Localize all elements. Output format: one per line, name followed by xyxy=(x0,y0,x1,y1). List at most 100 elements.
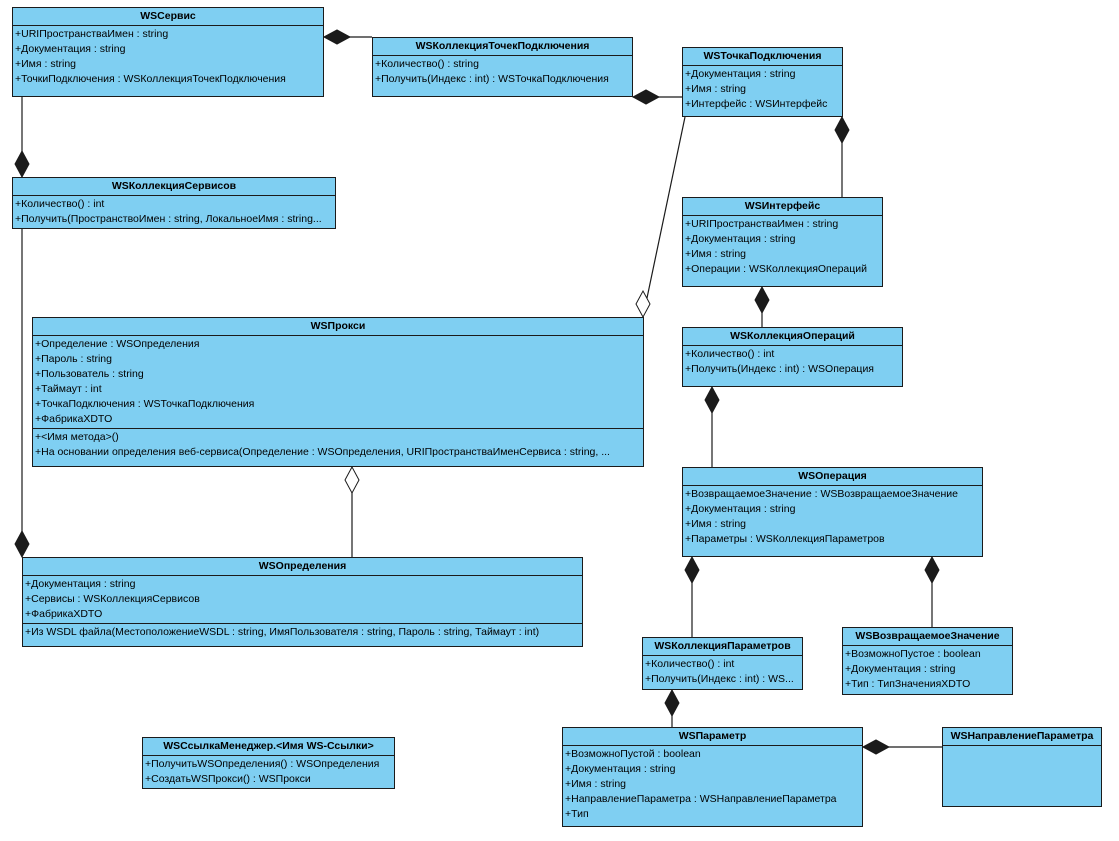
class-ws-parameter[interactable]: WSПараметр+ВозможноПустой : boolean+Доку… xyxy=(562,727,863,827)
attribute-row: +Количество() : int xyxy=(15,198,105,210)
class-ws-services-collection[interactable]: WSКоллекцияСервисов +Количество() : int +П… xyxy=(12,177,336,229)
operation-row: +<Имя метода>() xyxy=(35,431,119,443)
class-name: WSВозвращаемоеЗначение xyxy=(843,628,1012,646)
operation-row: +На основании определения веб-сервиса(Оп… xyxy=(35,446,610,458)
attribute-row: +Тип xyxy=(565,808,589,820)
attribute-row: +Имя : string xyxy=(685,518,747,530)
composition-diamond xyxy=(14,149,30,179)
attributes-compartment: +URIПространстваИмен : string +Документац… xyxy=(683,216,882,278)
attribute-row: +Имя : string xyxy=(15,58,77,70)
attribute-row: +Количество() : string xyxy=(375,58,479,70)
attribute-row: +ФабрикаXDTO xyxy=(35,413,113,425)
attributes-compartment: +Документация : string +Сервисы : WSКолле… xyxy=(23,576,582,624)
attribute-row: +Получить(Индекс : int) : WSОперация xyxy=(685,363,874,375)
attribute-row: +Документация : string xyxy=(15,43,126,55)
attribute-row: +Имя : string xyxy=(685,248,747,260)
composition-diamond xyxy=(754,285,770,315)
class-name: WSПрокси xyxy=(33,318,643,336)
attribute-row: +Документация : string xyxy=(25,578,136,590)
class-ws-interface[interactable]: WSИнтерфейс+URIПространстваИмен : string… xyxy=(682,197,883,287)
attribute-row: +ВозвращаемоеЗначение : WSВозвращаемоеЗн… xyxy=(685,488,958,500)
attribute-row: +Имя : string xyxy=(685,83,747,95)
class-ws-endpoints-collection[interactable]: WSКоллекцияТочекПодключения+Количество()… xyxy=(372,37,633,97)
attribute-row: +Интерфейс : WSИнтерфейс xyxy=(685,98,828,110)
attribute-row: +Документация : string xyxy=(845,663,956,675)
attribute-row: +Таймаут : int xyxy=(35,383,102,395)
attribute-row: +Документация : string xyxy=(685,68,796,80)
class-name: WSНаправлениеПараметра xyxy=(943,728,1101,746)
class-name: WSОперация xyxy=(683,468,982,486)
class-name: WSСервис xyxy=(13,8,323,26)
attribute-row: +Параметры : WSКоллекцияПараметров xyxy=(685,533,885,545)
class-name: WSКоллекцияПараметров xyxy=(643,638,802,656)
attribute-row: +НаправлениеПараметра : WSНаправлениеПар… xyxy=(565,793,837,805)
class-ws-operation[interactable]: WSОперация +ВозвращаемоеЗначение : WSВозв… xyxy=(682,467,983,557)
aggregation-diamond xyxy=(635,289,651,319)
composition-diamond xyxy=(14,529,30,559)
class-ws-definitions[interactable]: WSОпределения +Документация : string +Серв… xyxy=(22,557,583,647)
attribute-row: +СоздатьWSПрокси() : WSПрокси xyxy=(145,773,311,785)
class-ws-param-direction[interactable]: WSНаправлениеПараметра xyxy=(942,727,1102,807)
attribute-row: +ТочкиПодключения : WSКоллекцияТочекПодк… xyxy=(15,73,286,85)
attribute-row: +ВозможноПустой : boolean xyxy=(565,748,701,760)
attributes-compartment: +Документация : string +Имя : string +Инте… xyxy=(683,66,842,113)
attribute-row: +Документация : string xyxy=(565,763,676,775)
attribute-row: +Операции : WSКоллекцияОпераций xyxy=(685,263,868,275)
attribute-row: +ВозможноПустое : boolean xyxy=(845,648,981,660)
attributes-compartment: +Количество() : int +Получить(Пространств… xyxy=(13,196,335,228)
class-name: WSСсылкаМенеджер.<Имя WS-Ссылки> xyxy=(143,738,394,756)
attribute-row: +URIПространстваИмен : string xyxy=(15,28,169,40)
attributes-compartment: +Количество() : int +Получить(Индекс : in… xyxy=(683,346,902,378)
attribute-row: +Определение : WSОпределения xyxy=(35,338,200,350)
composition-diamond xyxy=(322,29,352,45)
attributes-compartment: +ВозвращаемоеЗначение : WSВозвращаемоеЗн… xyxy=(683,486,982,548)
class-ws-operations-collection[interactable]: WSКоллекцияОпераций +Количество() : int +П… xyxy=(682,327,903,387)
attributes-compartment: +ВозможноПустое : boolean +Документация :… xyxy=(843,646,1012,693)
class-ws-return-value[interactable]: WSВозвращаемоеЗначение+ВозможноПустое : … xyxy=(842,627,1013,695)
composition-diamond xyxy=(664,688,680,718)
attribute-row: +Получить(Индекс : int) : WSТочкаПодключ… xyxy=(375,73,609,85)
attributes-compartment xyxy=(943,746,1101,748)
composition-diamond xyxy=(704,385,720,415)
composition-diamond xyxy=(924,555,940,585)
operations-compartment: +<Имя метода>() +На основании определения… xyxy=(33,429,643,461)
attribute-row: +Получить(ПространствоИмен : string, Лок… xyxy=(15,213,322,225)
attributes-compartment: +Количество() : int +Получить(Индекс : in… xyxy=(643,656,802,688)
attribute-row: +Количество() : int xyxy=(645,658,735,670)
composition-diamond xyxy=(631,89,661,105)
attribute-row: +Тип : ТипЗначенияXDTO xyxy=(845,678,971,690)
attributes-compartment: +Количество() : string +Получить(Индекс :… xyxy=(373,56,632,88)
attribute-row: +URIПространстваИмен : string xyxy=(685,218,839,230)
class-ws-ref-manager[interactable]: WSСсылкаМенеджер.<Имя WS-Ссылки>+Получит… xyxy=(142,737,395,789)
attributes-compartment: +ВозможноПустой : boolean +Документация :… xyxy=(563,746,862,823)
class-name: WSКоллекцияОпераций xyxy=(683,328,902,346)
attribute-row: +Получить(Индекс : int) : WS... xyxy=(645,673,794,685)
attribute-row: +Количество() : int xyxy=(685,348,775,360)
class-name: WSКоллекцияСервисов xyxy=(13,178,335,196)
class-name: WSИнтерфейс xyxy=(683,198,882,216)
class-ws-params-collection[interactable]: WSКоллекцияПараметров+Количество() : int… xyxy=(642,637,803,690)
attributes-compartment: +ПолучитьWSОпределения() : WSОпределения… xyxy=(143,756,394,788)
attribute-row: +Документация : string xyxy=(685,233,796,245)
class-ws-service[interactable]: WSСервис +URIПространстваИмен : string +До… xyxy=(12,7,324,97)
attribute-row: +Сервисы : WSКоллекцияСервисов xyxy=(25,593,200,605)
attribute-row: +Пользователь : string xyxy=(35,368,144,380)
composition-diamond xyxy=(684,555,700,585)
attributes-compartment: +URIПространстваИмен : string +Документац… xyxy=(13,26,323,88)
class-ws-endpoint[interactable]: WSТочкаПодключения+Документация : string… xyxy=(682,47,843,117)
attribute-row: +ПолучитьWSОпределения() : WSОпределения xyxy=(145,758,380,770)
attributes-compartment: +Определение : WSОпределения+Пароль : st… xyxy=(33,336,643,429)
operations-compartment: +Из WSDL файла(МестоположениеWSDL : stri… xyxy=(23,624,582,641)
class-name: WSКоллекцияТочекПодключения xyxy=(373,38,632,56)
attribute-row: +Документация : string xyxy=(685,503,796,515)
link-proxy-endpoint xyxy=(642,116,686,318)
composition-diamond xyxy=(861,739,891,755)
class-name: WSОпределения xyxy=(23,558,582,576)
aggregation-diamond xyxy=(344,465,360,495)
attribute-row: +ТочкаПодключения : WSТочкаПодключения xyxy=(35,398,255,410)
operation-row: +Из WSDL файла(МестоположениеWSDL : stri… xyxy=(25,626,540,638)
composition-diamond xyxy=(834,115,850,145)
class-name: WSТочкаПодключения xyxy=(683,48,842,66)
class-ws-proxy[interactable]: WSПрокси+Определение : WSОпределения+Пар… xyxy=(32,317,644,467)
